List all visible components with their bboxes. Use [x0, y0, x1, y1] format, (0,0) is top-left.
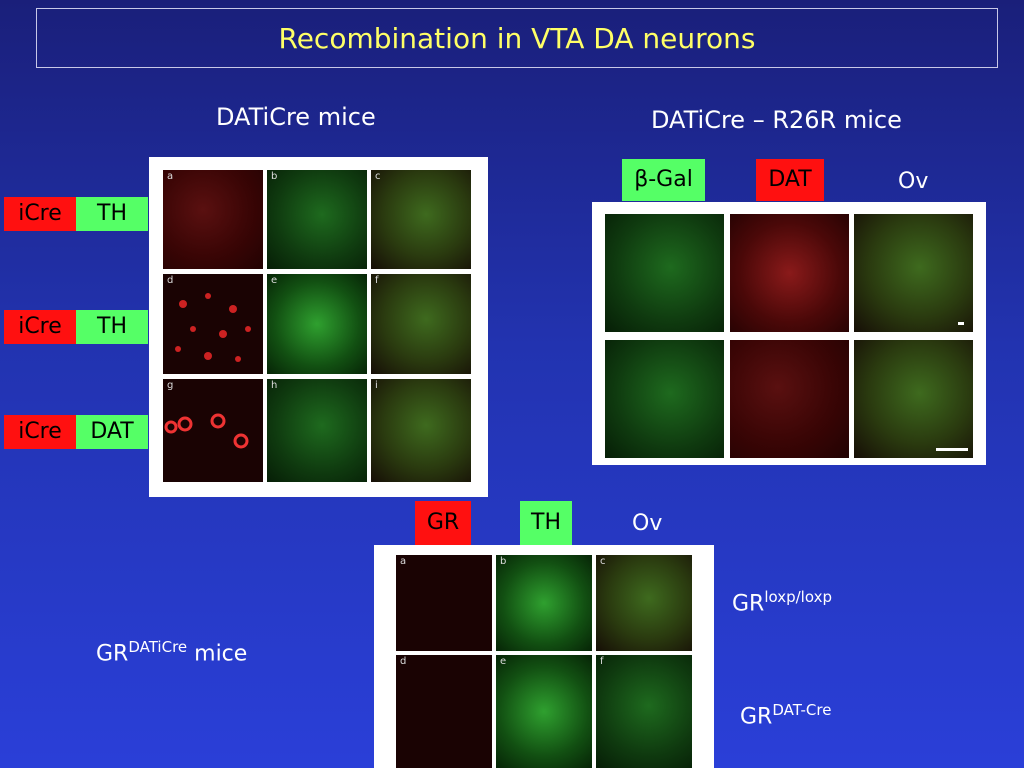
- gr-daticre-sup: DATiCre: [128, 638, 188, 656]
- micrograph-b: b: [267, 170, 367, 269]
- panel-label-h: h: [271, 380, 278, 391]
- beta-gal-tag: β-Gal: [622, 159, 705, 201]
- bottom-micrograph-panel: a b c d e f: [374, 545, 714, 768]
- panel-label-a: a: [167, 171, 174, 182]
- bottom-panel-label-c: c: [600, 556, 606, 567]
- right-micrograph-5: [730, 340, 849, 458]
- left-heading: DATiCre mice: [216, 103, 376, 131]
- gr-datcre-base: GR: [740, 704, 773, 730]
- micrograph-f: f: [371, 274, 471, 374]
- bottom-panel-label-d: d: [400, 656, 407, 667]
- panel-label-e: e: [271, 275, 278, 286]
- gr-daticre-suffix: mice: [187, 641, 248, 667]
- dat-tag: DAT: [756, 159, 824, 201]
- micrograph-e: e: [267, 274, 367, 374]
- bottom-micrograph-d: d: [396, 655, 492, 768]
- right-micrograph-6: [854, 340, 973, 458]
- panel-label-d: d: [167, 275, 174, 286]
- scale-bar-large: [936, 448, 968, 451]
- row3-green-tag: DAT: [76, 415, 148, 449]
- overlay-label-right: Ov: [898, 169, 929, 194]
- bottom-micrograph-a: a: [396, 555, 492, 651]
- bottom-panel-label-b: b: [500, 556, 507, 567]
- bottom-micrograph-f: f: [596, 655, 692, 768]
- micrograph-a: a: [163, 170, 263, 269]
- right-micrograph-2: [730, 214, 849, 332]
- panel-label-g: g: [167, 380, 174, 391]
- red-nuclei-dots: [175, 293, 251, 362]
- gr-loxp-base: GR: [732, 591, 765, 617]
- row1-green-tag: TH: [76, 197, 148, 231]
- right-micrograph-1: [605, 214, 724, 332]
- right-micrograph-panel: [592, 202, 986, 465]
- micrograph-c: c: [371, 170, 471, 269]
- bottom-micrograph-e: e: [496, 655, 592, 768]
- row3-red-tag: iCre: [4, 415, 76, 449]
- bottom-panel-label-a: a: [400, 556, 407, 567]
- row1-red-tag: iCre: [4, 197, 76, 231]
- panel-label-c: c: [375, 171, 381, 182]
- overlay-label-bottom: Ov: [632, 511, 663, 536]
- micrograph-d: d: [163, 274, 263, 374]
- micrograph-h: h: [267, 379, 367, 482]
- gr-daticre-mice-label: GRDATiCre mice: [96, 638, 247, 666]
- bottom-micrograph-c: c: [596, 555, 692, 651]
- gr-tag: GR: [415, 501, 471, 545]
- micrograph-g: g: [163, 379, 263, 482]
- row2-green-tag: TH: [76, 310, 148, 344]
- bottom-panel-label-f: f: [600, 656, 604, 667]
- bottom-panel-label-e: e: [500, 656, 507, 667]
- gr-datcre-sup: DAT-Cre: [772, 701, 832, 719]
- title-box: Recombination in VTA DA neurons: [36, 8, 998, 68]
- bottom-micrograph-b: b: [496, 555, 592, 651]
- right-heading: DATiCre – R26R mice: [651, 106, 902, 134]
- gr-loxp-label: GRloxp/loxp: [732, 588, 832, 616]
- row2-red-tag: iCre: [4, 310, 76, 344]
- th-tag-bottom: TH: [520, 501, 572, 545]
- gr-daticre-base: GR: [96, 641, 129, 667]
- slide-title: Recombination in VTA DA neurons: [278, 21, 756, 55]
- left-micrograph-panel: a b c d e f g h i: [149, 157, 488, 497]
- panel-label-i: i: [375, 380, 378, 391]
- micrograph-i: i: [371, 379, 471, 482]
- gr-datcre-label: GRDAT-Cre: [740, 701, 831, 729]
- gr-loxp-sup: loxp/loxp: [764, 588, 832, 606]
- panel-label-b: b: [271, 171, 278, 182]
- scale-bar-small: [958, 322, 964, 325]
- right-micrograph-4: [605, 340, 724, 458]
- right-micrograph-3: [854, 214, 973, 332]
- red-cells-dots: [164, 413, 249, 449]
- panel-label-f: f: [375, 275, 379, 286]
